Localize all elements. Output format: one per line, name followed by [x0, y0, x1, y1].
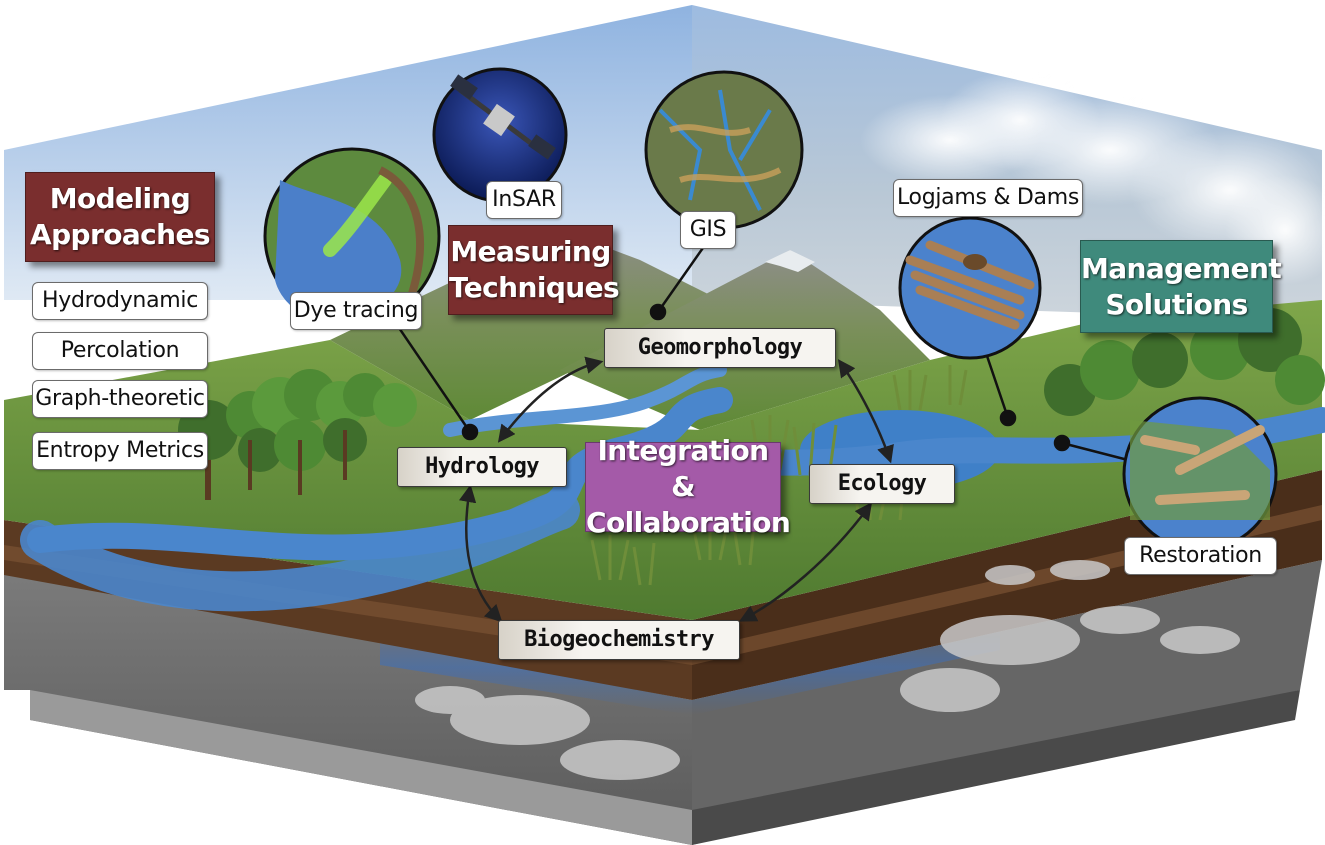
heading-line: Solutions	[1105, 287, 1248, 321]
heading-line: Integration &	[597, 434, 769, 503]
node-hydrology: Hydrology	[397, 447, 567, 487]
mountain-left	[330, 230, 720, 420]
heading-measuring-techniques: Measuring Techniques	[448, 225, 620, 315]
restoration-circle	[1122, 396, 1278, 552]
stones	[415, 560, 1240, 780]
cycle-arrows	[458, 356, 894, 623]
heading-line: Collaboration	[586, 506, 791, 539]
heading-integration-collaboration: Integration & Collaboration	[585, 434, 791, 539]
heading-line: Techniques	[449, 271, 620, 304]
arrow-bio-hydro	[458, 484, 503, 623]
insar-label: InSAR	[486, 181, 562, 219]
node-biogeochemistry: Biogeochemistry	[498, 620, 740, 660]
rock-left	[4, 570, 692, 845]
snow-cap-right	[765, 250, 815, 272]
river-lower	[20, 490, 580, 612]
dye-tracing-label: Dye tracing	[290, 292, 422, 330]
node-ecology: Ecology	[809, 464, 955, 504]
arrow-eco-bio	[738, 502, 873, 622]
arrow-geo-eco	[837, 359, 894, 464]
heading-management-solutions: Management Solutions	[1080, 240, 1282, 333]
modeling-item-graph-theoretic: Graph-theoretic	[32, 380, 208, 418]
insar-circle	[432, 67, 568, 203]
arrow-hydro-geo	[497, 356, 604, 443]
tree-grove-right	[1044, 308, 1325, 416]
node-geomorphology: Geomorphology	[604, 328, 836, 368]
heading-modeling-approaches: Modeling Approaches	[25, 172, 215, 262]
tree-grove-left	[178, 369, 417, 500]
gis-label: GIS	[680, 211, 736, 249]
modeling-item-percolation: Percolation	[32, 332, 208, 370]
dye-tracing-circle	[263, 147, 441, 325]
callout-lines	[378, 234, 1129, 462]
restoration-label: Restoration	[1124, 537, 1277, 575]
heading-line: Measuring	[450, 235, 611, 268]
rock-bottom-right	[692, 690, 1300, 845]
heading-line: Modeling	[49, 182, 191, 215]
logjams-dams-label: Logjams & Dams	[893, 179, 1083, 217]
heading-line: Approaches	[30, 218, 210, 251]
rock-right	[692, 560, 1322, 845]
rock-bottom-left	[30, 690, 692, 845]
clouds	[860, 70, 1325, 285]
modeling-item-entropy-metrics: Entropy Metrics	[32, 432, 208, 470]
gis-circle	[644, 70, 804, 230]
logjams-circle	[898, 216, 1042, 360]
modeling-item-hydrodynamic: Hydrodynamic	[32, 282, 208, 320]
heading-line: Management	[1081, 251, 1282, 285]
